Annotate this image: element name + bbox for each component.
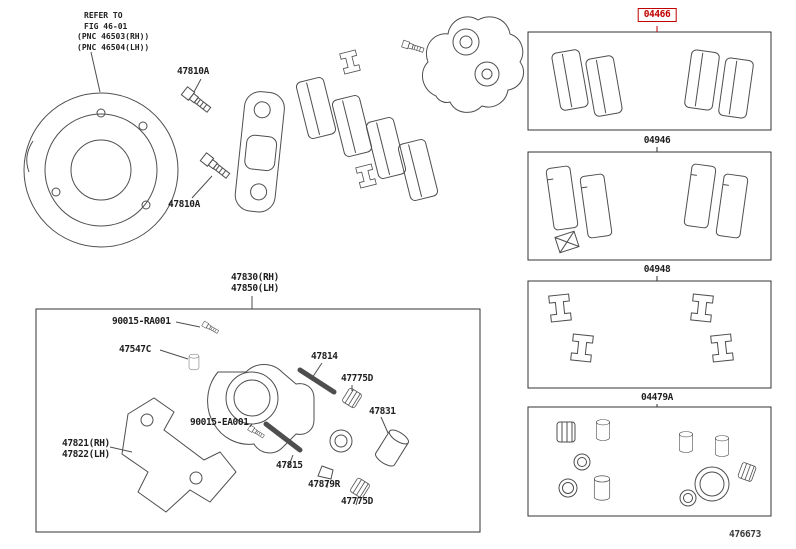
kit-code-pad-kit[interactable]: 04466: [637, 8, 677, 22]
pin-boot-bottom-drawing: [349, 477, 371, 506]
piston-seal-drawing: [329, 416, 412, 470]
assembly-box: [35, 308, 481, 533]
pin-boot-top-drawing: [341, 385, 363, 409]
caliper-bracket-drawing: [234, 91, 285, 213]
kit-code-cylinder-kit[interactable]: 04479A: [641, 392, 673, 403]
bolt-lower-drawing: [191, 152, 232, 199]
kit-boxes: [527, 31, 772, 517]
cylinder-kit-contents: [556, 419, 757, 507]
label-mounting-bracket[interactable]: 47821(RH) 47822(LH): [62, 438, 110, 460]
label-bleeder-plug[interactable]: 90015-RA001: [112, 316, 171, 327]
refer-note: REFER TO FIG 46-01 (PNC 46503(RH)) (PNC …: [77, 11, 149, 53]
refer-note-line4: (PNC 46504(LH)): [77, 42, 150, 52]
shim-kit-contents: [545, 163, 749, 254]
wear-indicator-drawing: [317, 465, 334, 489]
label-pin-boot-top[interactable]: 47775D: [341, 373, 373, 384]
backing-plate-drawing: [23, 51, 179, 248]
caliper-body-drawing: [207, 364, 315, 454]
label-slide-pin-top[interactable]: 47814: [311, 351, 338, 362]
label-mounting-rh: 47821(RH): [62, 438, 110, 449]
label-caliper-assembly-rh: 47830(RH): [231, 272, 279, 283]
label-wear-indicator[interactable]: 47879R: [308, 479, 340, 490]
label-bolt-lower[interactable]: 47810A: [168, 199, 200, 210]
bleeder-plug-drawing: [175, 320, 220, 335]
refer-note-line3: (PNC 46503(RH)): [77, 32, 150, 41]
fitting-kit-contents: [548, 293, 734, 363]
kit-code-fitting-kit[interactable]: 04948: [643, 264, 671, 275]
label-bolt-upper[interactable]: 47810A: [177, 66, 209, 77]
pads-cluster-drawing: [294, 49, 440, 203]
bolt-upper-drawing: [180, 78, 213, 115]
mounting-bracket-drawing: [109, 397, 237, 513]
slide-pin-top-drawing: [297, 362, 337, 395]
kit-code-shim-kit[interactable]: 04946: [643, 135, 671, 146]
fitting-bolt-drawing: [247, 423, 266, 440]
label-pin-boot-bottom[interactable]: 47775D: [341, 496, 373, 507]
label-caliper-assembly-lh: 47850(LH): [231, 283, 279, 294]
slide-pin-bottom-drawing: [263, 421, 303, 469]
label-slide-pin-bottom[interactable]: 47815: [276, 460, 303, 471]
diagram-number: 476673: [729, 529, 761, 540]
refer-note-line1: REFER TO: [84, 11, 123, 20]
pad-kit-contents: [550, 48, 755, 120]
label-bleeder-cap[interactable]: 47547C: [119, 344, 151, 355]
label-fitting-bolt[interactable]: 90015-EA001: [190, 417, 249, 428]
refer-note-line2: FIG 46-01: [84, 21, 128, 31]
label-caliper-assembly[interactable]: 47830(RH) 47850(LH): [231, 272, 279, 294]
label-piston[interactable]: 47831: [369, 406, 396, 417]
caliper-housing-drawing: [401, 16, 524, 113]
bleeder-cap-drawing: [159, 349, 200, 371]
label-mounting-lh: 47822(LH): [62, 449, 110, 460]
